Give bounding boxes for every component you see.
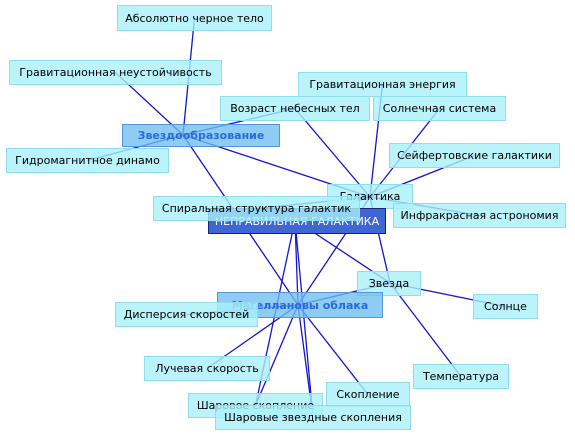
node-label-infrared: Инфракрасная астрономия [400,209,559,222]
node-label-seyfert: Сейфертовские галактики [397,149,552,162]
node-label-sun: Солнце [484,300,527,313]
node-label-star: Звезда [368,277,410,290]
edge-magellanic-to-globular-cluster [254,304,299,406]
node-label-solar-system: Солнечная система [382,102,497,115]
edge-magellanic-to-cluster [297,304,369,395]
node-label-spiral: Спиральная структура галактик [161,202,352,215]
node-radial-velocity[interactable]: Лучевая скорость [144,356,270,381]
node-spiral[interactable]: Спиральная структура галактик [153,196,360,221]
edge-irregular-to-magellanic [294,219,299,306]
node-star[interactable]: Звезда [357,271,421,296]
node-label-dispersion: Дисперсия скоростей [123,308,250,321]
node-age[interactable]: Возраст небесных тел [220,96,370,121]
node-hydromagnetic-dynamo[interactable]: Гидромагнитное динамо [6,148,169,173]
edge-irregular-to-globular-clusters [294,219,314,418]
node-seyfert[interactable]: Сейфертовские галактики [389,143,560,168]
node-blackbody[interactable]: Абсолютно черное тело [117,5,272,31]
edge-age-to-galaxy [294,108,371,198]
node-star-formation[interactable]: Звездообразование [122,124,280,147]
node-label-star-formation: Звездообразование [137,129,265,142]
node-label-age: Возраст небесных тел [230,102,360,115]
node-label-grav-energy: Гравитационная энергия [309,78,456,91]
node-label-cluster: Скопление [336,388,400,401]
node-infrared[interactable]: Инфракрасная астрономия [393,203,566,228]
node-grav-energy[interactable]: Гравитационная энергия [298,72,467,97]
node-label-radial-velocity: Лучевая скорость [155,362,259,375]
node-dispersion[interactable]: Дисперсия скоростей [115,302,258,327]
node-label-grav-instability: Гравитационная неустойчивость [19,66,212,79]
node-label-hydromagnetic-dynamo: Гидромагнитное динамо [15,154,160,167]
edge-star-to-temperature [389,282,462,377]
node-label-magellanic: Магеллановы облака [231,298,369,312]
node-label-globular-clusters: Шаровые звездные скопления [224,411,402,424]
node-sun[interactable]: Солнце [473,294,538,319]
node-label-temperature: Температура [422,370,500,383]
node-label-irregular: НЕПРАВИЛЬНАЯ ГАЛАКТИКА [214,214,380,228]
node-label-blackbody: Абсолютно черное тело [125,11,264,25]
node-solar-system[interactable]: Солнечная система [373,96,506,121]
node-globular-clusters[interactable]: Шаровые звездные скопления [215,405,411,430]
node-label-galaxy: Галактика [339,190,401,203]
node-grav-instability[interactable]: Гравитационная неустойчивость [9,60,222,85]
node-temperature[interactable]: Температура [413,364,509,389]
node-cluster[interactable]: Скопление [326,382,410,407]
